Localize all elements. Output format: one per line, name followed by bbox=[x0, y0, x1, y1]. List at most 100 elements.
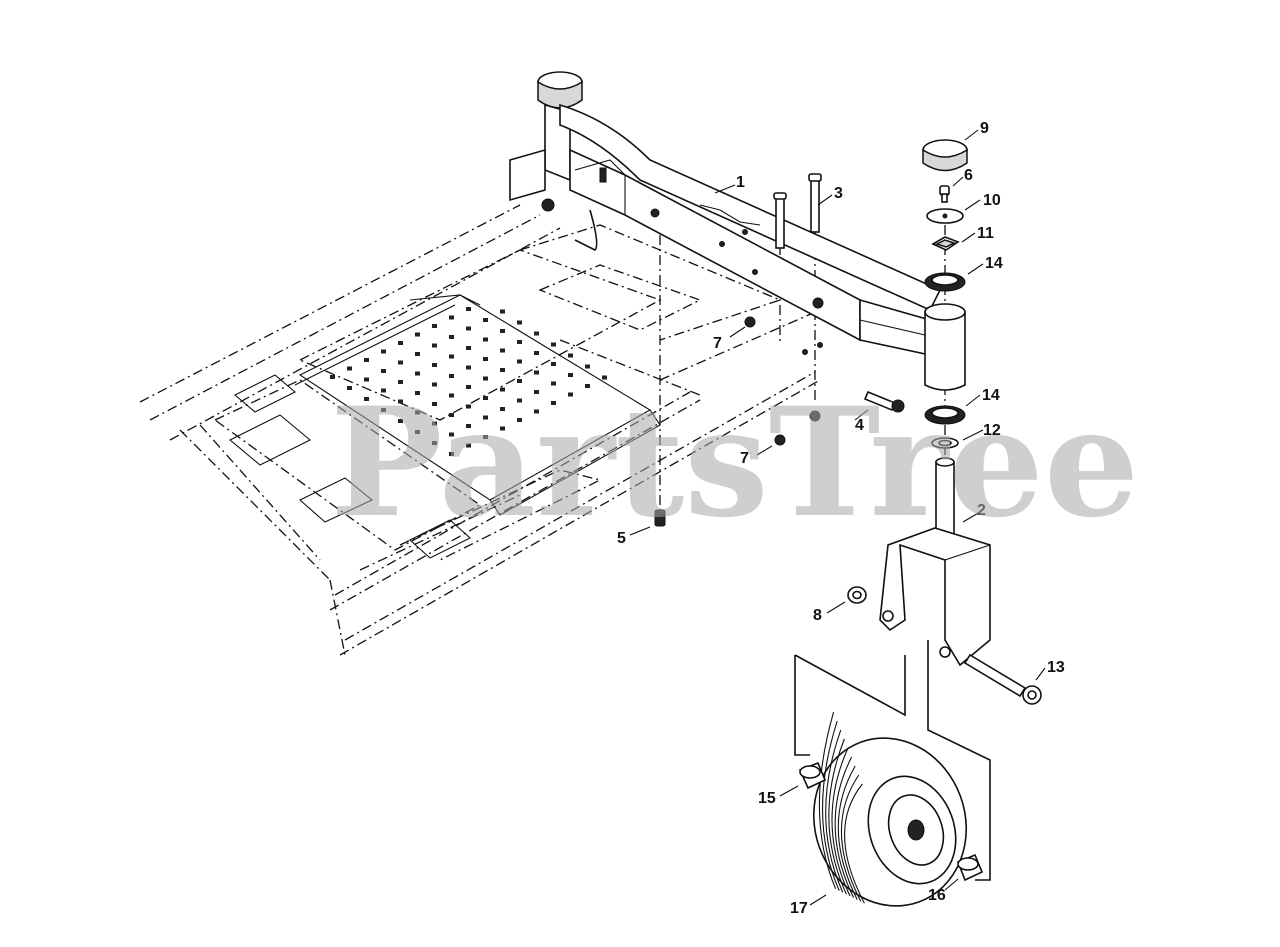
perforation-hole bbox=[415, 352, 420, 356]
front-axle-frame bbox=[509, 71, 942, 356]
perforation-hole bbox=[449, 315, 454, 320]
perforation-hole bbox=[381, 408, 386, 412]
callout-6: 6 bbox=[964, 167, 973, 184]
perforation-hole bbox=[466, 443, 471, 448]
callout-2: 2 bbox=[977, 502, 986, 519]
callout-14a: 14 bbox=[985, 255, 1003, 272]
perforation-hole bbox=[500, 348, 505, 353]
perforation-hole bbox=[449, 335, 454, 339]
perforation-hole bbox=[551, 342, 556, 347]
assembly-line bbox=[794, 654, 906, 717]
perforation-hole bbox=[534, 351, 539, 355]
bushing-15 bbox=[798, 761, 827, 790]
perforation-hole bbox=[432, 363, 437, 367]
perforation-hole bbox=[466, 404, 471, 409]
perforation-hole bbox=[517, 398, 522, 403]
perforation-hole bbox=[568, 353, 573, 358]
perforation-hole bbox=[483, 435, 488, 439]
callout-1: 1 bbox=[736, 174, 745, 191]
callout-9: 9 bbox=[980, 120, 989, 137]
perforation-hole bbox=[449, 452, 454, 456]
bolt-3 bbox=[773, 173, 822, 249]
perforation-hole bbox=[500, 329, 505, 333]
perforation-hole bbox=[602, 375, 607, 380]
perforation-hole bbox=[347, 366, 352, 371]
key-11 bbox=[931, 236, 960, 251]
frame-bolt bbox=[541, 198, 555, 212]
perforation-hole bbox=[347, 386, 352, 390]
bolt-4 bbox=[863, 390, 905, 413]
perforation-hole bbox=[415, 430, 420, 434]
perforation-hole bbox=[568, 392, 573, 397]
callout-4: 4 bbox=[855, 417, 864, 434]
perforation-hole bbox=[415, 410, 420, 415]
tire-tread-line bbox=[831, 747, 851, 897]
tire-tread-line bbox=[840, 774, 862, 902]
tire-tread-line bbox=[818, 711, 837, 890]
tire-tread-line bbox=[822, 720, 840, 891]
bolt-6 bbox=[939, 185, 950, 203]
perforation-hole bbox=[534, 409, 539, 414]
perforation-hole bbox=[415, 391, 420, 395]
perforation-hole bbox=[483, 376, 488, 381]
caster-fork-2 bbox=[879, 457, 991, 667]
perforation-hole bbox=[381, 388, 386, 393]
callout-11: 11 bbox=[977, 225, 994, 242]
callout-12: 12 bbox=[983, 422, 1001, 439]
callout-8: 8 bbox=[813, 607, 822, 624]
callout-17: 17 bbox=[790, 900, 808, 917]
perforation-hole bbox=[432, 382, 437, 387]
callout-16: 16 bbox=[928, 887, 946, 904]
perforation-hole bbox=[500, 387, 505, 392]
callout-15: 15 bbox=[758, 790, 776, 807]
callout-13: 13 bbox=[1047, 659, 1065, 676]
perforation-hole bbox=[398, 360, 403, 365]
tire-tread-line bbox=[834, 756, 855, 899]
perforation-hole bbox=[483, 318, 488, 322]
perforation-hole bbox=[466, 424, 471, 428]
perforation-hole bbox=[381, 349, 386, 354]
perforation-hole bbox=[398, 380, 403, 384]
perforation-hole bbox=[432, 343, 437, 348]
perforation-hole bbox=[364, 377, 369, 382]
tire-tread-line bbox=[844, 783, 865, 904]
bearing-14-lower bbox=[924, 405, 966, 425]
perforation-hole bbox=[466, 385, 471, 389]
callout-7a: 7 bbox=[713, 335, 722, 352]
perforation-hole bbox=[364, 358, 369, 362]
callout-leaders bbox=[629, 129, 1046, 906]
callout-5: 5 bbox=[617, 530, 626, 547]
perforation-hole bbox=[381, 369, 386, 373]
assembly-line bbox=[927, 640, 991, 881]
perforation-hole bbox=[534, 370, 539, 375]
callout-3: 3 bbox=[834, 185, 843, 202]
tire-tread-line bbox=[837, 765, 858, 900]
perforation-hole bbox=[483, 396, 488, 400]
callout-labels: 1 2 3 4 5 6 7 7 8 9 10 11 12 13 14 14 15… bbox=[617, 120, 1065, 917]
footrest-plate bbox=[294, 294, 661, 516]
tire-tread-line bbox=[828, 738, 847, 895]
perforation-hole bbox=[449, 354, 454, 359]
perforation-hole bbox=[534, 331, 539, 336]
perforation-hole bbox=[483, 415, 488, 420]
perforation-hole bbox=[398, 419, 403, 423]
assembly-line bbox=[794, 655, 810, 756]
washer-10 bbox=[926, 208, 964, 224]
perforation-hole bbox=[500, 309, 505, 314]
perforation-hole bbox=[398, 399, 403, 404]
perforation-hole bbox=[551, 401, 556, 405]
perforation-hole bbox=[500, 407, 505, 411]
perforation-hole bbox=[585, 364, 590, 369]
perforation-hole bbox=[364, 397, 369, 401]
perforation-hole bbox=[483, 337, 488, 342]
perforation-hole bbox=[483, 357, 488, 361]
dust-cap-9 bbox=[922, 139, 968, 172]
perforation-hole bbox=[432, 421, 437, 426]
perforation-hole bbox=[517, 418, 522, 422]
nut-8 bbox=[847, 586, 867, 604]
perforation-hole bbox=[466, 307, 471, 311]
perforation-hole bbox=[398, 341, 403, 345]
perforation-hole bbox=[517, 379, 522, 383]
frame-bolt bbox=[650, 208, 660, 218]
perforation-hole bbox=[432, 402, 437, 406]
